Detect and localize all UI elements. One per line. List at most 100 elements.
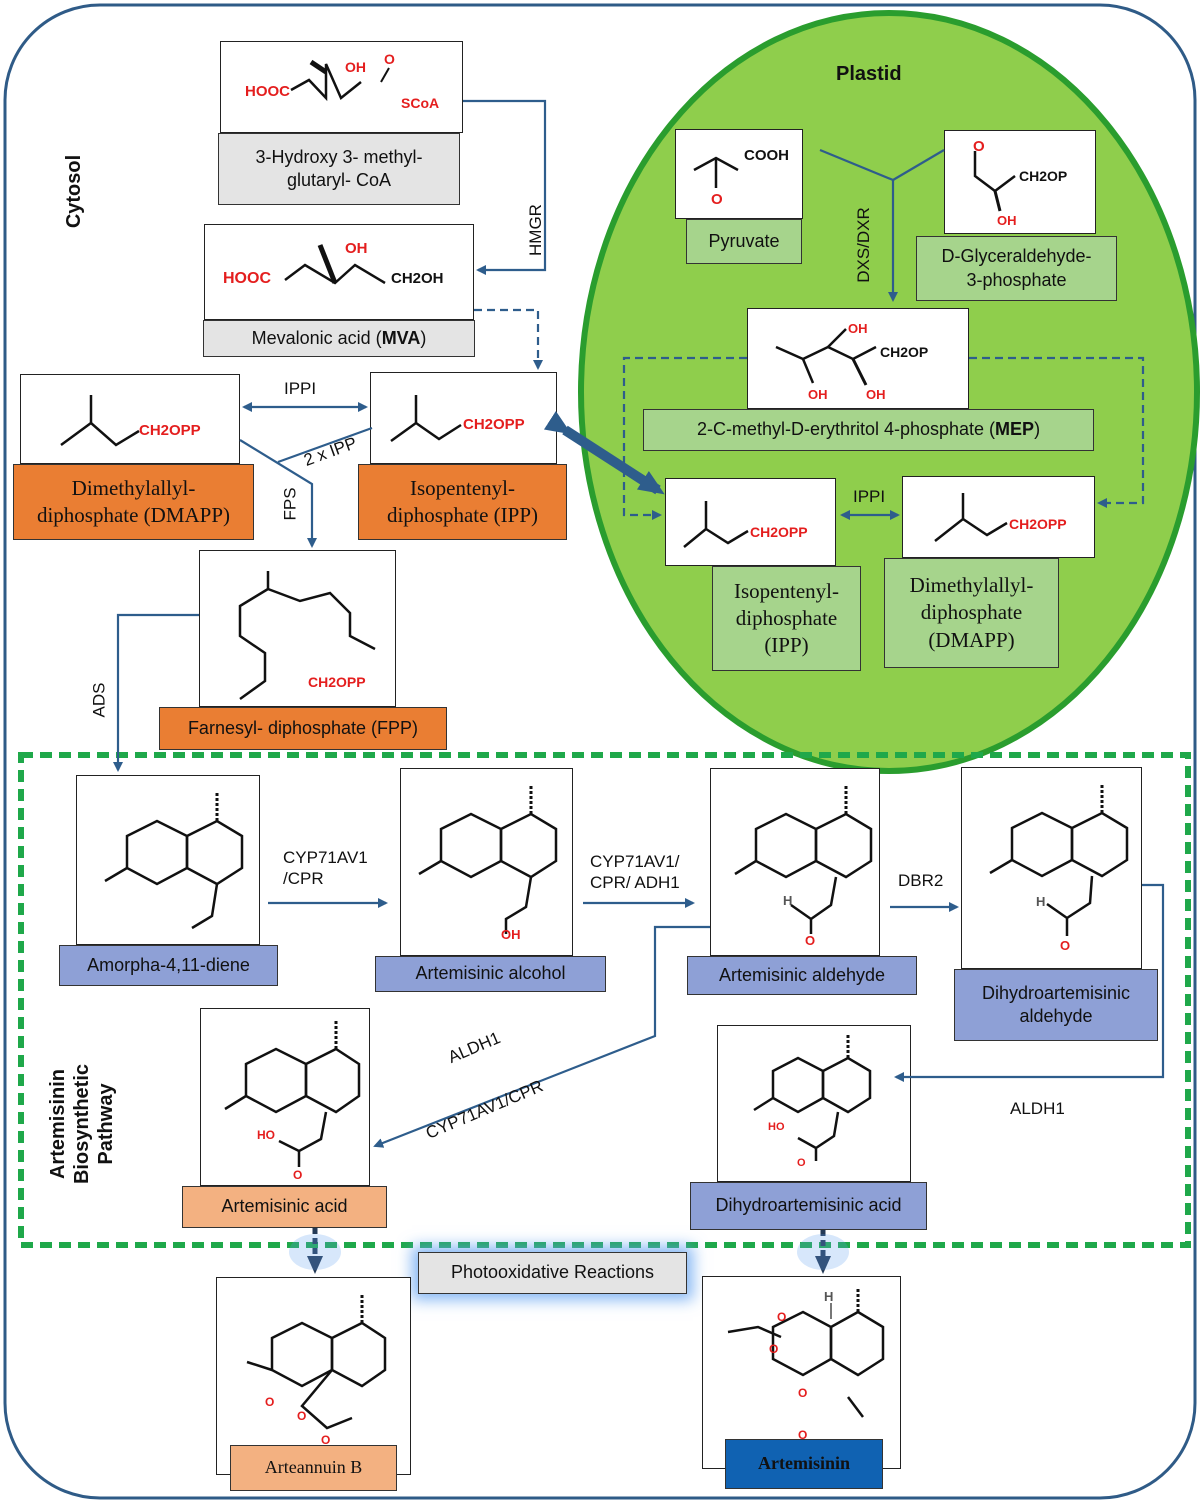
mva-structure: HOOC OH CH2OH <box>204 224 474 320</box>
svg-text:OH: OH <box>866 387 886 402</box>
svg-text:O: O <box>798 1428 807 1442</box>
svg-text:O: O <box>769 1342 778 1356</box>
svg-text:CH2OPP: CH2OPP <box>139 422 201 439</box>
svg-text:O: O <box>777 1310 786 1324</box>
bicyclic-ring <box>104 791 244 930</box>
enzyme-ads: ADS <box>89 682 109 718</box>
svg-text:OH: OH <box>808 387 828 402</box>
enzyme-aldh1-b: ALDH1 <box>1010 1099 1065 1118</box>
mva-label: Mevalonic acid (MVA) <box>203 320 475 357</box>
enzyme-dbr2: DBR2 <box>898 871 944 890</box>
plastid-title: Plastid <box>836 63 902 85</box>
ipp-pl-structure: CH2OPP <box>665 478 836 566</box>
svg-text:O: O <box>265 1395 274 1409</box>
enzyme-dxs: DXS/DXR <box>853 207 873 283</box>
art-aldehyde-label: Artemisinic aldehyde <box>687 956 917 995</box>
dh-aldehyde-label: Dihydroartemisinic aldehyde <box>954 969 1158 1041</box>
svg-text:O: O <box>798 1386 807 1400</box>
art-alcohol-label: Artemisinic alcohol <box>375 956 606 992</box>
dmapp-cyt-structure: CH2OPP <box>20 374 240 464</box>
fpp-label: Farnesyl- diphosphate (FPP) <box>159 707 447 750</box>
ipp-cyt-label: Isopentenyl- diphosphate (IPP) <box>358 464 567 540</box>
ads-arrow <box>113 613 199 772</box>
glow-left <box>289 1234 341 1270</box>
svg-text:O: O <box>321 1433 330 1447</box>
svg-text:OH: OH <box>848 321 868 336</box>
enzyme-cyp1: CYP71AV1 /CPR <box>283 848 368 889</box>
amorpha-structure <box>76 775 260 945</box>
enzyme-ippi-cyt: IPPI <box>284 379 317 398</box>
mep-to-dmapp-arrow <box>969 356 1145 508</box>
svg-text:OH: OH <box>997 213 1017 228</box>
svg-text:O: O <box>711 191 723 208</box>
g3p-label: D-Glyceraldehyde- 3-phosphate <box>916 236 1117 301</box>
fpp-structure: CH2OPP <box>199 550 396 707</box>
glow-right <box>797 1234 849 1270</box>
svg-text:O: O <box>1060 938 1070 953</box>
svg-text:O: O <box>797 1157 806 1169</box>
aldh1-dh-acid-arrow <box>894 883 1165 1082</box>
ipp-cyt-structure: CH2OPP <box>370 372 557 464</box>
artemisinin-structure: H O O O O <box>702 1276 901 1469</box>
enzyme-hmgr: HMGR <box>525 204 545 256</box>
ipp-pl-label: Isopentenyl- diphosphate (IPP) <box>712 566 861 671</box>
svg-text:OH: OH <box>345 59 366 75</box>
svg-text:CH2OP: CH2OP <box>880 344 928 360</box>
dmapp-cyt-label: Dimethylallyl- diphosphate (DMAPP) <box>13 464 254 540</box>
svg-text:CH2OPP: CH2OPP <box>308 674 366 690</box>
pyruvate-structure: COOH O <box>675 129 803 219</box>
svg-text:H: H <box>824 1289 833 1304</box>
ipp-transport-arrow <box>543 410 665 495</box>
svg-text:HO: HO <box>257 1128 275 1142</box>
g3p-branch <box>892 149 945 181</box>
hmgr-arrow <box>463 99 547 275</box>
hmg-coa-structure: HOOC OH O SCoA <box>220 41 463 133</box>
svg-text:CH2OP: CH2OP <box>1019 168 1067 184</box>
pathway-boundary <box>18 752 1191 1248</box>
artemisinin-label: Artemisinin <box>725 1439 883 1489</box>
enzyme-ippi-pl: IPPI <box>853 487 886 506</box>
art-acid-label: Artemisinic acid <box>182 1186 387 1228</box>
aldh1-art-acid-arrow <box>373 925 710 1148</box>
enzyme-fps: FPS <box>280 487 300 521</box>
svg-text:O: O <box>384 51 395 67</box>
pyruvate-label: Pyruvate <box>686 219 802 264</box>
svg-text:HOOC: HOOC <box>245 83 290 100</box>
svg-text:O: O <box>805 933 815 948</box>
arteannuin-label: Arteannuin B <box>230 1445 397 1491</box>
mep-structure: OH OH OH CH2OP <box>747 308 969 409</box>
arteannuin-structure: O O O <box>216 1277 411 1475</box>
mep-label: 2-C-methyl-D-erythritol 4-phosphate (MEP… <box>643 409 1094 451</box>
mep-to-ipp-arrow <box>622 356 747 520</box>
svg-text:CH2OPP: CH2OPP <box>1009 516 1067 532</box>
svg-text:O: O <box>973 138 985 155</box>
photooxidative-label: Photooxidative Reactions <box>418 1252 687 1294</box>
svg-text:H: H <box>783 893 792 908</box>
dh-acid-label: Dihydroartemisinic acid <box>690 1182 927 1230</box>
svg-text:OH: OH <box>345 240 368 257</box>
svg-text:HO: HO <box>768 1121 785 1133</box>
svg-text:O: O <box>297 1409 306 1423</box>
svg-text:H: H <box>1036 894 1045 909</box>
art-alcohol-structure: OH <box>400 768 573 956</box>
svg-text:CH2OPP: CH2OPP <box>463 416 525 433</box>
two-ipp-line <box>277 426 373 464</box>
fps-arrow <box>239 439 317 548</box>
dmapp-pl-structure: CH2OPP <box>902 476 1095 558</box>
hmg-coa-label: 3-Hydroxy 3- methyl- glutaryl- CoA <box>218 133 460 205</box>
svg-text:O: O <box>293 1168 302 1182</box>
svg-text:HOOC: HOOC <box>223 270 271 287</box>
dmapp-pl-label: Dimethylallyl- diphosphate (DMAPP) <box>884 558 1059 668</box>
g3p-structure: O CH2OP OH <box>944 130 1096 234</box>
amorpha-label: Amorpha-4,11-diene <box>59 945 278 986</box>
svg-text:COOH: COOH <box>744 147 789 164</box>
mva-to-ipp-arrow <box>474 308 543 370</box>
svg-text:SCoA: SCoA <box>401 95 439 111</box>
art-acid-structure: HO O <box>200 1008 370 1186</box>
dh-acid-structure: HO O <box>717 1025 911 1182</box>
svg-text:CH2OH: CH2OH <box>391 270 444 287</box>
svg-text:CH2OPP: CH2OPP <box>750 524 808 540</box>
